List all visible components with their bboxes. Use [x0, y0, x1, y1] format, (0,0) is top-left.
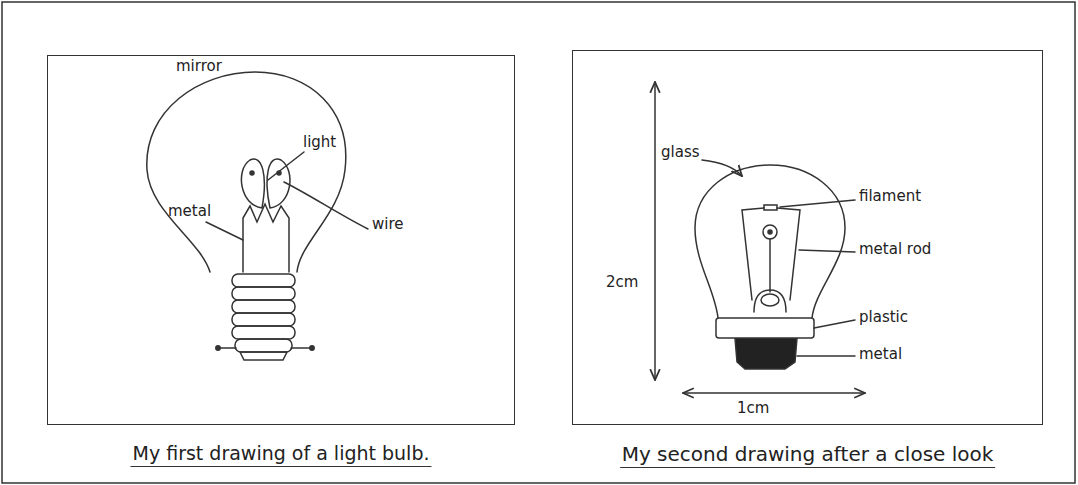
stem: [769, 239, 771, 292]
panel-caption: My first drawing of a light bulb.: [131, 443, 432, 467]
part-label: metal rod: [859, 241, 931, 258]
bulb-outline: [147, 72, 346, 272]
part-label: plastic: [859, 309, 908, 326]
dimension-label: 1cm: [737, 400, 769, 417]
leader-line: [797, 355, 855, 357]
dimension-arrow: [654, 82, 656, 380]
part-label: mirror: [176, 58, 222, 75]
screw-coil: [232, 274, 295, 287]
dimension-label: 2cm: [606, 274, 638, 291]
leader-line: [284, 182, 368, 229]
part-label: light: [303, 134, 336, 151]
leader-line: [780, 200, 855, 207]
first-bulb: [147, 72, 368, 360]
glass-mount: [761, 294, 779, 306]
filament-dot: [250, 171, 254, 175]
screw-tip: [240, 352, 287, 360]
screw-coil: [232, 326, 295, 339]
second-bulb: [655, 82, 865, 393]
panel-caption: My second drawing after a close look: [620, 443, 996, 468]
metal-collar: [243, 204, 289, 272]
screw-coil: [235, 339, 292, 352]
screw-coil: [232, 300, 295, 313]
metal-base: [735, 338, 797, 369]
stem-dot: [768, 230, 772, 234]
drawing-panel: My second drawing after a close look: [572, 50, 1043, 425]
plastic-band: [716, 318, 814, 338]
contact-wire: [291, 347, 311, 349]
part-label: metal: [168, 203, 211, 220]
dimension-arrow: [683, 392, 865, 394]
drawing-panel: My first drawing of a light bulb.: [47, 55, 515, 425]
metal-rod: [777, 208, 800, 300]
contact-wire: [219, 347, 236, 349]
metal-rod: [742, 208, 764, 300]
leader-line: [268, 152, 304, 180]
part-label: metal: [859, 346, 902, 363]
leader-arrow: [702, 160, 742, 176]
contact-dot: [216, 346, 220, 350]
leader-line: [206, 222, 243, 240]
glass-mount: [754, 290, 786, 312]
contact-dot: [310, 346, 314, 350]
filament: [764, 205, 777, 210]
screw-coil: [232, 313, 295, 326]
screw-coil: [232, 287, 295, 300]
part-label: filament: [859, 188, 921, 205]
stem-loop: [763, 225, 777, 239]
leader-line: [799, 250, 855, 252]
glass-outline: [695, 165, 845, 318]
part-label: wire: [372, 216, 404, 233]
filament-loop: [241, 159, 264, 208]
leader-line: [814, 320, 855, 328]
part-label: glass: [661, 144, 700, 161]
